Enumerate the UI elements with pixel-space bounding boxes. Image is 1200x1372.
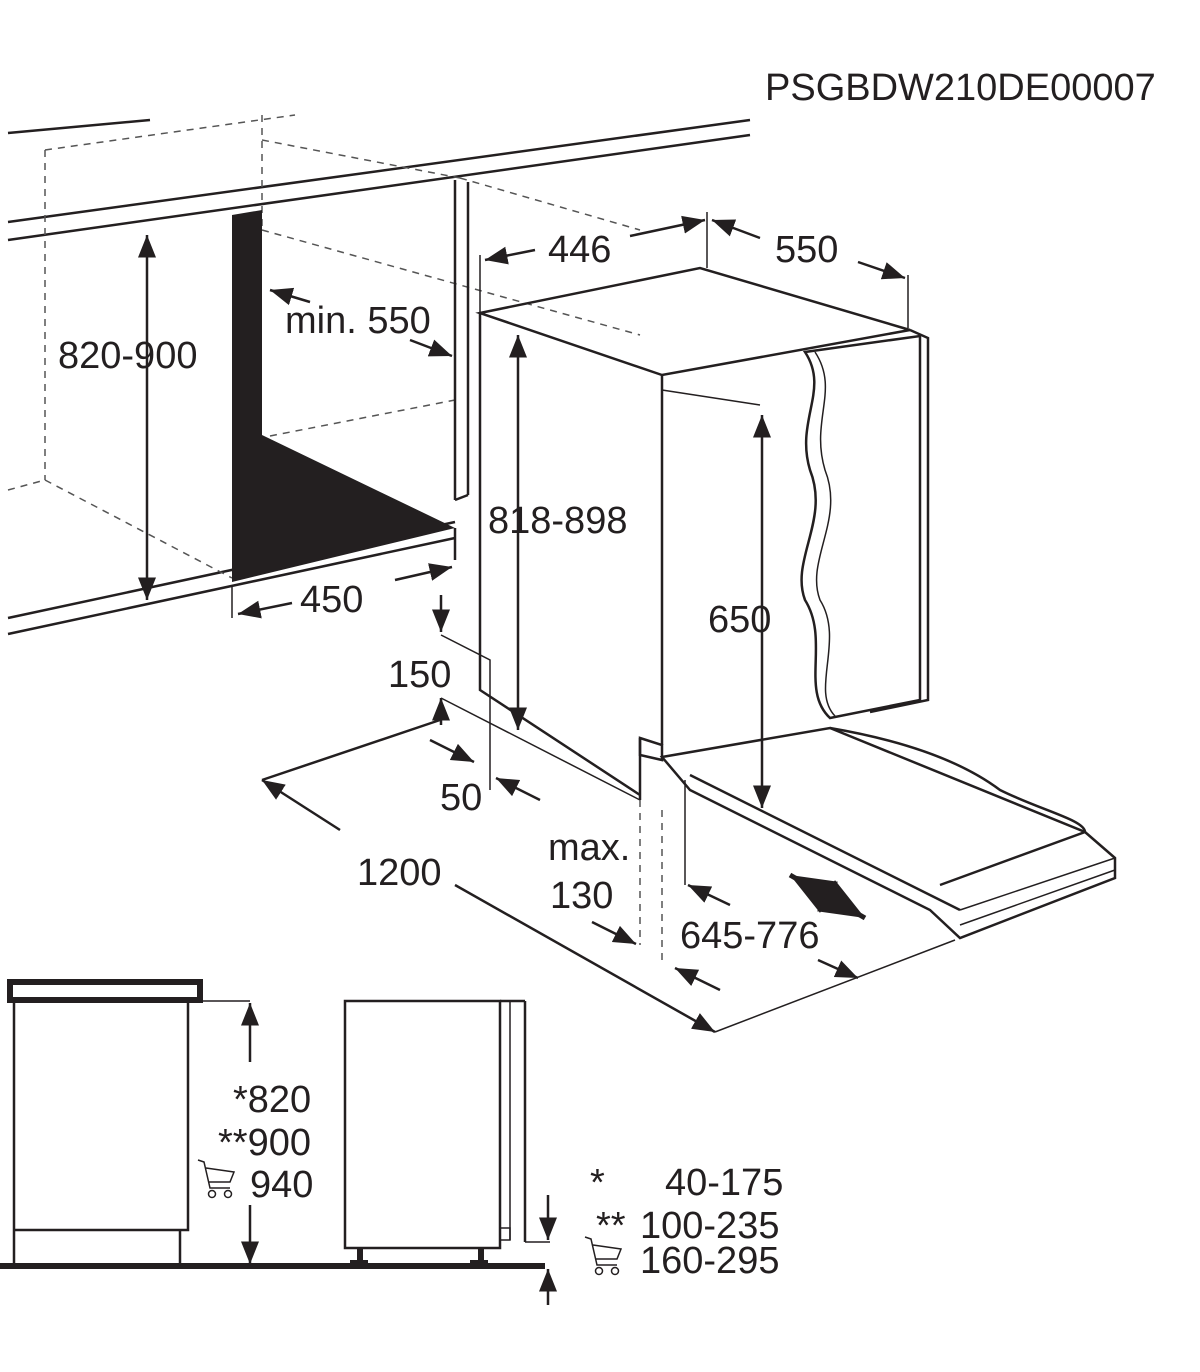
dim-50: 50 [440,777,482,819]
dim-130: 130 [550,875,613,917]
dim-niche-height: 820-900 [58,335,197,377]
side-height-820: *820 [233,1079,311,1121]
legend-range-2: 100-235 [640,1205,779,1247]
side-height-900: **900 [218,1122,311,1164]
dim-645-776: 645-776 [680,915,819,957]
side-height-940: 940 [250,1164,313,1206]
dim-min-depth: min. 550 [285,300,431,342]
dim-depth-550: 550 [775,229,838,271]
dim-150: 150 [388,654,451,696]
cart-icon [584,1236,623,1276]
dim-max-label: max. [548,827,630,869]
side-view-appliance [343,999,557,1305]
dim-door-height: 650 [708,599,771,641]
legend-mark-1: * [590,1162,605,1204]
cart-icon [197,1159,236,1199]
legend-range-3: 160-295 [640,1240,779,1282]
legend: * 40-175 ** 100-235 160-295 [584,1162,783,1282]
dim-width-446: 446 [548,229,611,271]
legend-range-1: 40-175 [665,1162,783,1204]
countertop [7,118,751,636]
dim-1200: 1200 [357,852,442,894]
dishwasher-appliance [475,266,1117,940]
niche-cavity [232,210,455,582]
side-view-cabinet [0,979,545,1269]
product-code: PSGBDW210DE00007 [765,67,1156,109]
side-panel [453,180,470,560]
dim-appliance-height: 818-898 [488,500,627,542]
dim-niche-width: 450 [300,579,363,621]
legend-mark-2: ** [596,1205,626,1247]
dimension-lines [138,212,956,1034]
